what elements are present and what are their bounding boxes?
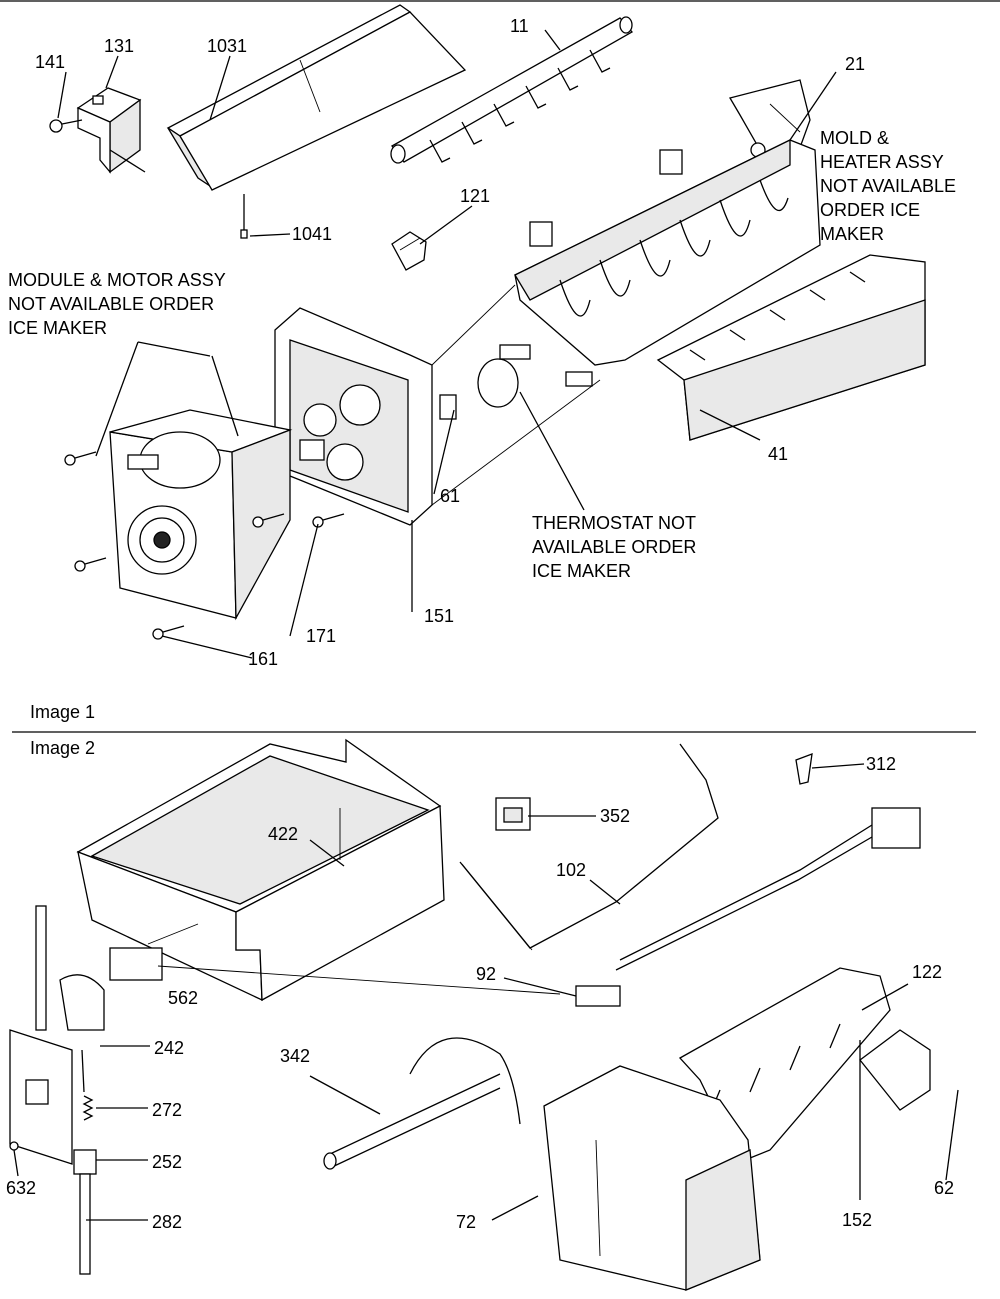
part-352 xyxy=(495,797,531,831)
part-11-ejector xyxy=(390,16,634,164)
part-72-cover xyxy=(543,1065,761,1291)
label-121: 121 xyxy=(460,186,490,206)
svg-text:MODULE & MOTOR ASSY: MODULE & MOTOR ASSY xyxy=(8,270,226,290)
svg-text:THERMOSTAT NOT: THERMOSTAT NOT xyxy=(532,513,696,533)
label-562: 562 xyxy=(168,988,198,1008)
label-1041: 1041 xyxy=(292,224,332,244)
svg-text:MAKER: MAKER xyxy=(820,224,884,244)
module-motor-assy xyxy=(109,409,293,621)
caption-image2: Image 2 xyxy=(30,738,95,758)
label-41: 41 xyxy=(768,444,788,464)
label-632: 632 xyxy=(6,1178,36,1198)
part-1031-cover xyxy=(166,4,467,191)
image1-drawing: 141 131 1031 11 21 1041 121 61 41 151 17… xyxy=(8,4,956,722)
label-352: 352 xyxy=(600,806,630,826)
svg-text:NOT AVAILABLE ORDER: NOT AVAILABLE ORDER xyxy=(8,294,214,314)
label-242: 242 xyxy=(154,1038,184,1058)
leaders-image1 xyxy=(57,29,837,659)
svg-text:AVAILABLE ORDER: AVAILABLE ORDER xyxy=(532,537,696,557)
harness-92 xyxy=(575,807,921,1007)
part-342-tube xyxy=(323,1037,521,1170)
label-272: 272 xyxy=(152,1100,182,1120)
label-72: 72 xyxy=(456,1212,476,1232)
part-121-clip xyxy=(391,231,427,271)
label-11: 11 xyxy=(510,16,529,36)
label-1031: 1031 xyxy=(207,36,247,56)
svg-text:MOLD &: MOLD & xyxy=(820,128,889,148)
part-1041-screw xyxy=(240,194,248,239)
part-122-icemaker xyxy=(678,967,931,1163)
label-342: 342 xyxy=(280,1046,310,1066)
caption-image1: Image 1 xyxy=(30,702,95,722)
label-312: 312 xyxy=(866,754,896,774)
note-module-motor: MODULE & MOTOR ASSY NOT AVAILABLE ORDER … xyxy=(8,270,226,338)
label-161: 161 xyxy=(248,649,278,669)
mold-heater-assy xyxy=(514,138,821,366)
label-252: 252 xyxy=(152,1152,182,1172)
label-282: 282 xyxy=(152,1212,182,1232)
part-102-wire xyxy=(459,743,719,951)
label-422: 422 xyxy=(268,824,298,844)
part-41-shield xyxy=(656,254,926,441)
label-152: 152 xyxy=(842,1210,872,1230)
svg-text:ICE MAKER: ICE MAKER xyxy=(532,561,631,581)
label-151: 151 xyxy=(424,606,454,626)
module-screws xyxy=(64,451,345,640)
svg-text:HEATER ASSY: HEATER ASSY xyxy=(820,152,944,172)
label-21: 21 xyxy=(845,54,865,74)
part-151-housing xyxy=(274,307,433,526)
label-62: 62 xyxy=(934,1178,954,1198)
svg-text:NOT AVAILABLE: NOT AVAILABLE xyxy=(820,176,956,196)
part-131-bracket xyxy=(76,87,146,174)
image2-drawing: Image 2 xyxy=(6,738,959,1291)
label-61: 61 xyxy=(440,486,460,506)
svg-text:ORDER ICE: ORDER ICE xyxy=(820,200,920,220)
leaders-image2 xyxy=(13,763,959,1221)
valve-assembly xyxy=(9,905,199,1275)
note-mold-heater: MOLD & HEATER ASSY NOT AVAILABLE ORDER I… xyxy=(820,128,956,244)
svg-text:ICE MAKER: ICE MAKER xyxy=(8,318,107,338)
part-422-ice-bin xyxy=(76,738,445,1002)
part-312 xyxy=(795,753,813,785)
label-131: 131 xyxy=(104,36,134,56)
part-141-screw xyxy=(49,119,83,133)
label-141: 141 xyxy=(35,52,65,72)
note-thermostat: THERMOSTAT NOT AVAILABLE ORDER ICE MAKER xyxy=(532,513,696,581)
thermostat-and-61 xyxy=(431,284,601,506)
label-122: 122 xyxy=(912,962,942,982)
label-92: 92 xyxy=(476,964,496,984)
label-102: 102 xyxy=(556,860,586,880)
label-171: 171 xyxy=(306,626,336,646)
